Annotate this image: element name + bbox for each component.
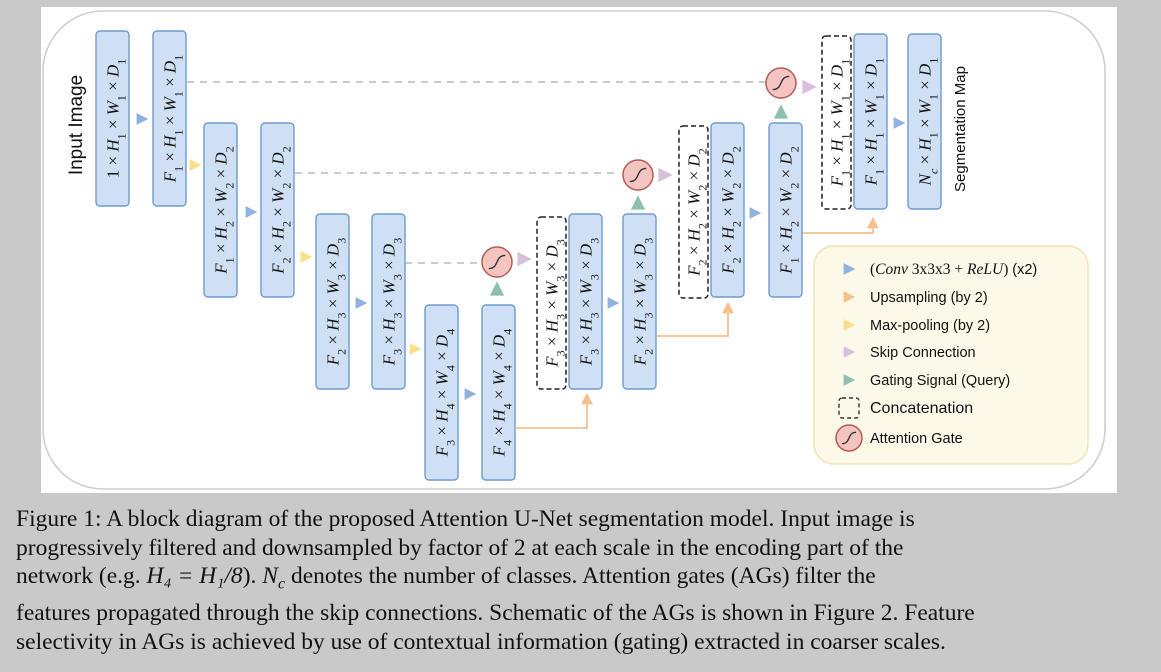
conv-arrow bbox=[749, 207, 762, 219]
legend-label: Skip Connection bbox=[870, 345, 976, 361]
block-label: F3 × H4 × W4 × D4 bbox=[433, 329, 458, 457]
feature-block-b9: F3 × H3 × W3 × D3 bbox=[536, 216, 568, 390]
maxpool-arrow bbox=[300, 251, 313, 263]
block-label: F3 × H3 × W3 × D3 bbox=[577, 238, 602, 366]
block-label: F3 × H3 × W3 × D3 bbox=[543, 239, 568, 367]
feature-block-b5: F2 × H3 × W3 × D3 bbox=[315, 213, 350, 390]
maxpool-arrow bbox=[189, 159, 202, 171]
upsampling-arrow bbox=[581, 392, 593, 405]
caption-line-4: features propagated through the skip con… bbox=[16, 600, 975, 627]
conv-arrow bbox=[355, 297, 368, 309]
feature-block-b6: F3 × H3 × W3 × D3 bbox=[371, 213, 406, 390]
legend-label: Upsampling (by 2) bbox=[870, 290, 988, 306]
block-label: F2 × H2 × W2 × D2 bbox=[685, 148, 710, 276]
input-image-label: Input Image bbox=[66, 75, 87, 175]
skip-arrow bbox=[517, 251, 532, 267]
feature-block-b4: F2 × H2 × W2 × D2 bbox=[260, 122, 295, 298]
upsampling-arrow bbox=[722, 301, 734, 314]
upsampling-line bbox=[657, 311, 729, 337]
skip-arrow bbox=[658, 167, 673, 183]
legend-item-gating: Gating Signal (Query) bbox=[843, 373, 1010, 389]
feature-block-b1: 1 × H1 × W1 × D1 bbox=[95, 30, 130, 207]
gating-arrow bbox=[773, 104, 789, 119]
block-label: F1 × H1 × W1 × D1 bbox=[828, 59, 853, 187]
legend-item-concat: Concatenation bbox=[838, 397, 973, 419]
gating-icon bbox=[843, 374, 856, 386]
caption-line-2: progressively filtered and downsampled b… bbox=[16, 534, 904, 561]
caption-line-3-start: network (e.g. bbox=[16, 563, 147, 590]
conv-arrow bbox=[464, 388, 477, 400]
concatenation-icon bbox=[838, 397, 860, 419]
legend-item-gate: Attention Gate bbox=[835, 424, 963, 452]
caption-math-nc-sub: c bbox=[277, 575, 286, 593]
block-label: F1 × H2 × W2 × D2 bbox=[212, 146, 237, 274]
maxpool-icon bbox=[843, 319, 856, 331]
block-label: F1 × H1 × W1 × D1 bbox=[161, 55, 186, 183]
feature-block-b17: Nc × H1 × W1 × D1 bbox=[907, 33, 942, 210]
caption-math-nc: N bbox=[262, 563, 278, 590]
legend-label: Concatenation bbox=[870, 400, 973, 417]
diagram-frame bbox=[42, 10, 1106, 490]
feature-block-b8: F4 × H4 × W4 × D4 bbox=[481, 304, 516, 481]
block-label: F2 × H2 × W2 × D2 bbox=[269, 146, 294, 274]
caption-line-3-end: denotes the number of classes. Attention… bbox=[285, 563, 876, 590]
attention-gate-icon bbox=[835, 424, 863, 452]
legend-item-upsampling: Upsampling (by 2) bbox=[843, 290, 988, 306]
block-label: F3 × H3 × W3 × D3 bbox=[380, 238, 405, 366]
feature-block-b12: F2 × H2 × W2 × D2 bbox=[678, 125, 710, 299]
legend: (Conv 3x3x3 + ReLU) (x2) Upsampling (by 2… bbox=[813, 245, 1089, 465]
block-label: Nc × H1 × W1 × D1 bbox=[916, 58, 941, 187]
maxpool-arrow bbox=[409, 343, 422, 355]
caption-line-3: network (e.g. H₄ = H₁/8). Nc denotes the… bbox=[16, 562, 1140, 599]
block-label: F1 × H2 × W2 × D2 bbox=[777, 146, 802, 274]
caption-line-3-mid: ). bbox=[242, 563, 263, 590]
upsampling-line bbox=[516, 402, 588, 429]
feature-block-b13: F2 × H2 × W2 × D2 bbox=[710, 122, 745, 298]
caption-math-h4: H₄ = H₁/8 bbox=[146, 563, 243, 590]
conv-arrow bbox=[893, 117, 906, 129]
gating-arrow bbox=[630, 195, 646, 210]
upsampling-arrow bbox=[867, 216, 879, 229]
segmentation-map-label: Segmentation Map bbox=[952, 66, 969, 192]
block-label: F2 × H2 × W2 × D2 bbox=[719, 146, 744, 274]
feature-block-b7: F3 × H4 × W4 × D4 bbox=[424, 304, 459, 481]
caption-line-1: Figure 1: A block diagram of the propose… bbox=[16, 506, 915, 532]
legend-label: Max-pooling (by 2) bbox=[870, 318, 990, 334]
skip-icon bbox=[843, 346, 856, 358]
legend-item-maxpool: Max-pooling (by 2) bbox=[843, 318, 990, 334]
attention-unet-diagram: 1 × H1 × W1 × D1 F1 × H1 × W1 × D1 F1 × H2… bbox=[42, 10, 1106, 490]
feature-block-b2: F1 × H1 × W1 × D1 bbox=[152, 30, 187, 207]
legend-label: (Conv 3x3x3 + ReLU) (x2) bbox=[870, 261, 1037, 278]
upsampling-icon bbox=[843, 291, 856, 303]
figure-panel: 1 × H1 × W1 × D1 F1 × H1 × W1 × D1 F1 × H2… bbox=[41, 7, 1117, 493]
conv-icon bbox=[843, 263, 856, 275]
block-label: F4 × H4 × W4 × D4 bbox=[490, 329, 515, 457]
legend-label: Gating Signal (Query) bbox=[870, 373, 1010, 389]
block-label: F1 × H1 × W1 × D1 bbox=[862, 58, 887, 186]
attention-gate-icon bbox=[481, 246, 513, 278]
legend-label: Attention Gate bbox=[870, 431, 963, 447]
conv-arrow bbox=[607, 297, 620, 309]
feature-block-b15: F1 × H1 × W1 × D1 bbox=[821, 35, 853, 210]
caption-line-5: selectivity in AGs is achieved by use of… bbox=[16, 629, 946, 656]
upsampling-line bbox=[802, 225, 874, 234]
conv-arrow bbox=[136, 113, 149, 125]
legend-item-skip: Skip Connection bbox=[843, 345, 976, 361]
figure-caption: Figure 1: A block diagram of the propose… bbox=[16, 505, 1140, 657]
feature-block-b14: F1 × H2 × W2 × D2 bbox=[768, 122, 803, 298]
attention-gate-icon bbox=[622, 159, 654, 191]
feature-block-b3: F1 × H2 × W2 × D2 bbox=[203, 122, 238, 298]
feature-block-b16: F1 × H1 × W1 × D1 bbox=[853, 33, 888, 210]
gating-arrow bbox=[489, 281, 505, 296]
skip-arrow bbox=[802, 79, 817, 95]
conv-arrow bbox=[245, 206, 258, 218]
attention-gate-icon bbox=[765, 67, 797, 99]
legend-item-conv: (Conv 3x3x3 + ReLU) (x2) bbox=[843, 261, 1037, 278]
block-label: F2 × H3 × W3 × D3 bbox=[631, 238, 656, 366]
block-label: 1 × H1 × W1 × D1 bbox=[104, 59, 129, 179]
block-label: F2 × H3 × W3 × D3 bbox=[324, 238, 349, 366]
feature-block-b10: F3 × H3 × W3 × D3 bbox=[568, 213, 603, 390]
feature-block-b11: F2 × H3 × W3 × D3 bbox=[622, 213, 657, 390]
